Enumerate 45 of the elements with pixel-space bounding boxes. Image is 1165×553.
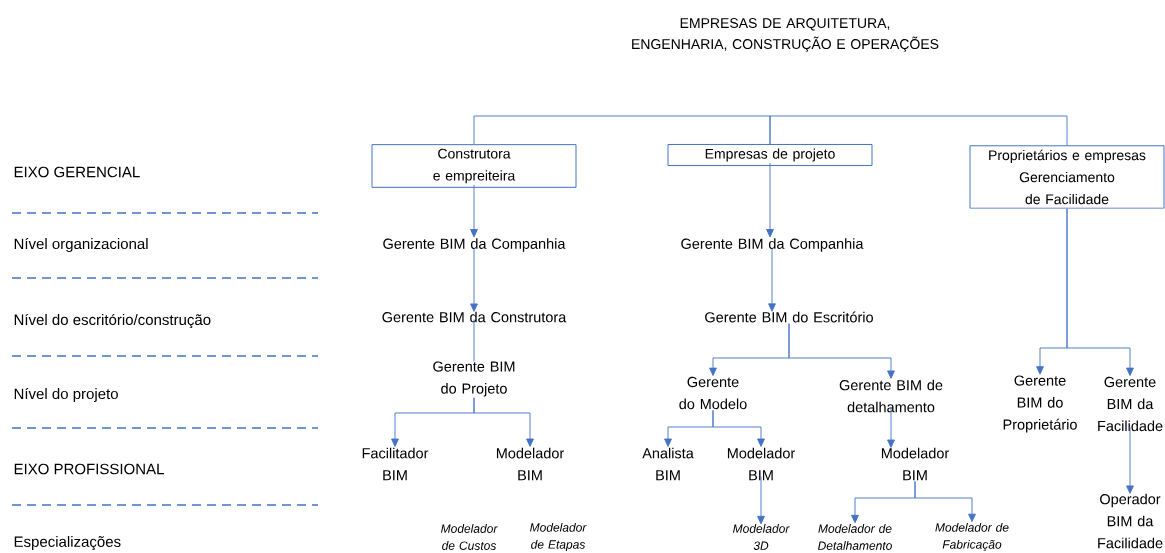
org-box: Empresas de projeto <box>667 143 873 166</box>
connector-arrow <box>1066 208 1134 376</box>
role-label: Gerente BIM da Companhia <box>681 238 864 252</box>
org-box: Construtora e empreiteira <box>371 144 577 188</box>
row-label: EIXO GERENCIAL <box>14 166 140 178</box>
connector-arrow <box>887 408 895 448</box>
connector-line <box>769 115 1068 146</box>
role-label: Modelador BIM <box>496 447 564 481</box>
connector-arrow <box>473 397 534 447</box>
specialization-label: Modelador de Custos <box>441 524 498 550</box>
connector-arrow <box>914 481 976 523</box>
role-label: Gerente BIM de detalhamento <box>839 379 943 413</box>
role-label: Gerente BIM do Escritório <box>705 311 873 323</box>
connector-arrow <box>470 184 478 238</box>
specialization-label: Modelador de Detalhamento <box>818 524 892 550</box>
row-label: Especializações <box>14 535 121 550</box>
role-label: Gerente BIM da Companhia <box>383 238 566 252</box>
connector-arrow <box>766 162 774 238</box>
connector-line <box>473 319 475 362</box>
role-label: Gerente BIM da Facilidade <box>1098 376 1163 432</box>
row-label: Nível organizacional <box>14 237 148 253</box>
connector-arrow <box>788 323 895 379</box>
org-box: Proprietários e empresas Gerenciamento de Facilidade <box>969 145 1165 209</box>
role-label: Gerente BIM do Projeto <box>433 361 515 397</box>
connector-arrow <box>1126 426 1134 494</box>
row-label: EIXO PROFISSIONAL <box>14 463 164 475</box>
specialization-label: Modelador de Etapas <box>530 522 587 552</box>
row-label: Nível do escritório/construção <box>14 313 211 329</box>
title: EMPRESAS DE ARQUITETURA, ENGENHARIA, CONSTRUÇÃO E OPERAÇÕES <box>632 18 939 52</box>
role-label: Modelador BIM <box>727 447 795 481</box>
connector-arrow <box>712 409 765 447</box>
specialization-label: Modelador de Fabricação <box>935 522 1009 552</box>
connector-line <box>473 115 771 145</box>
connector-arrow <box>470 248 478 312</box>
connector-arrow <box>757 476 765 525</box>
role-label: Facilitador BIM <box>362 447 429 481</box>
role-label: Modelador BIM <box>881 447 949 481</box>
role-label: Gerente BIM do Proprietário <box>1003 375 1077 433</box>
row-label: Nível do projeto <box>14 387 118 403</box>
role-label: Operador BIM da Facilidade <box>1098 493 1163 549</box>
role-label: Analista BIM <box>642 447 694 481</box>
specialization-label: Modelador 3D <box>733 524 790 550</box>
role-label: Gerente do Modelo <box>679 376 747 410</box>
connector-arrow <box>768 248 776 312</box>
role-label: Gerente BIM da Construtora <box>382 311 567 323</box>
